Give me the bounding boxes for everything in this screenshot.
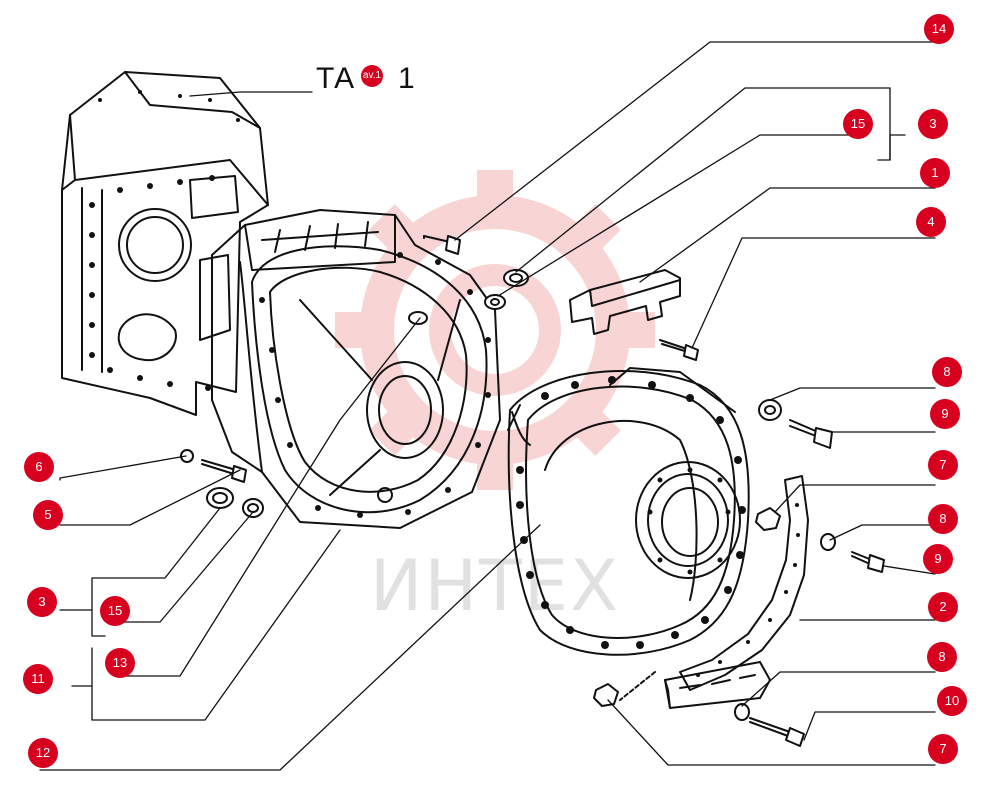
watermark-gear-tooth [335, 312, 375, 348]
watermark-gear-tooth [615, 312, 655, 348]
callout-11[interactable]: 11 [23, 664, 53, 694]
callout-4[interactable]: 4 [916, 207, 946, 237]
watermark-gear-tooth [477, 170, 513, 210]
watermark-gear-ring [360, 195, 630, 465]
callout-8-b[interactable]: 8 [928, 504, 958, 534]
top-bracket-part [569, 269, 681, 335]
leader-lines [39, 41, 936, 771]
callout-7-a[interactable]: 7 [928, 450, 958, 480]
callout-15-top[interactable]: 15 [843, 109, 873, 139]
transmission-housing [61, 71, 269, 416]
watermark-gear-teeth [335, 170, 655, 490]
callout-13[interactable]: 13 [105, 648, 135, 678]
callout-10[interactable]: 10 [937, 686, 967, 716]
reference-title-right: 1 [398, 62, 417, 95]
callout-14-top[interactable]: 14 [924, 14, 954, 44]
callout-12[interactable]: 12 [28, 738, 58, 768]
final-drive-cover [507, 367, 750, 656]
callout-15-left[interactable]: 15 [100, 596, 130, 626]
bottom-plate-part [619, 661, 771, 709]
intermediate-cover [211, 209, 501, 529]
callout-8-c[interactable]: 8 [927, 642, 957, 672]
watermark-gear-tooth [369, 204, 423, 258]
callout-1[interactable]: 1 [920, 158, 950, 188]
callout-3-left[interactable]: 3 [27, 587, 57, 617]
watermark-gear-tooth [567, 402, 621, 456]
title-badge[interactable]: av.1 [361, 65, 383, 87]
watermark-gear-tooth [477, 450, 513, 490]
callout-8-a[interactable]: 8 [932, 357, 962, 387]
curved-plate-part [679, 475, 809, 691]
callout-9-b[interactable]: 9 [923, 544, 953, 574]
watermark-text: ИНТЕХ [370, 545, 620, 627]
watermark-gear-tooth [567, 204, 621, 258]
fasteners [180, 235, 885, 747]
callout-6[interactable]: 6 [24, 452, 54, 482]
callout-5[interactable]: 5 [33, 500, 63, 530]
watermark-gear-tooth [369, 402, 423, 456]
callout-9-a[interactable]: 9 [930, 399, 960, 429]
callout-7-b[interactable]: 7 [928, 734, 958, 764]
reference-title-left: TA [316, 62, 357, 95]
callout-3-top[interactable]: 3 [918, 109, 948, 139]
callout-2[interactable]: 2 [928, 592, 958, 622]
